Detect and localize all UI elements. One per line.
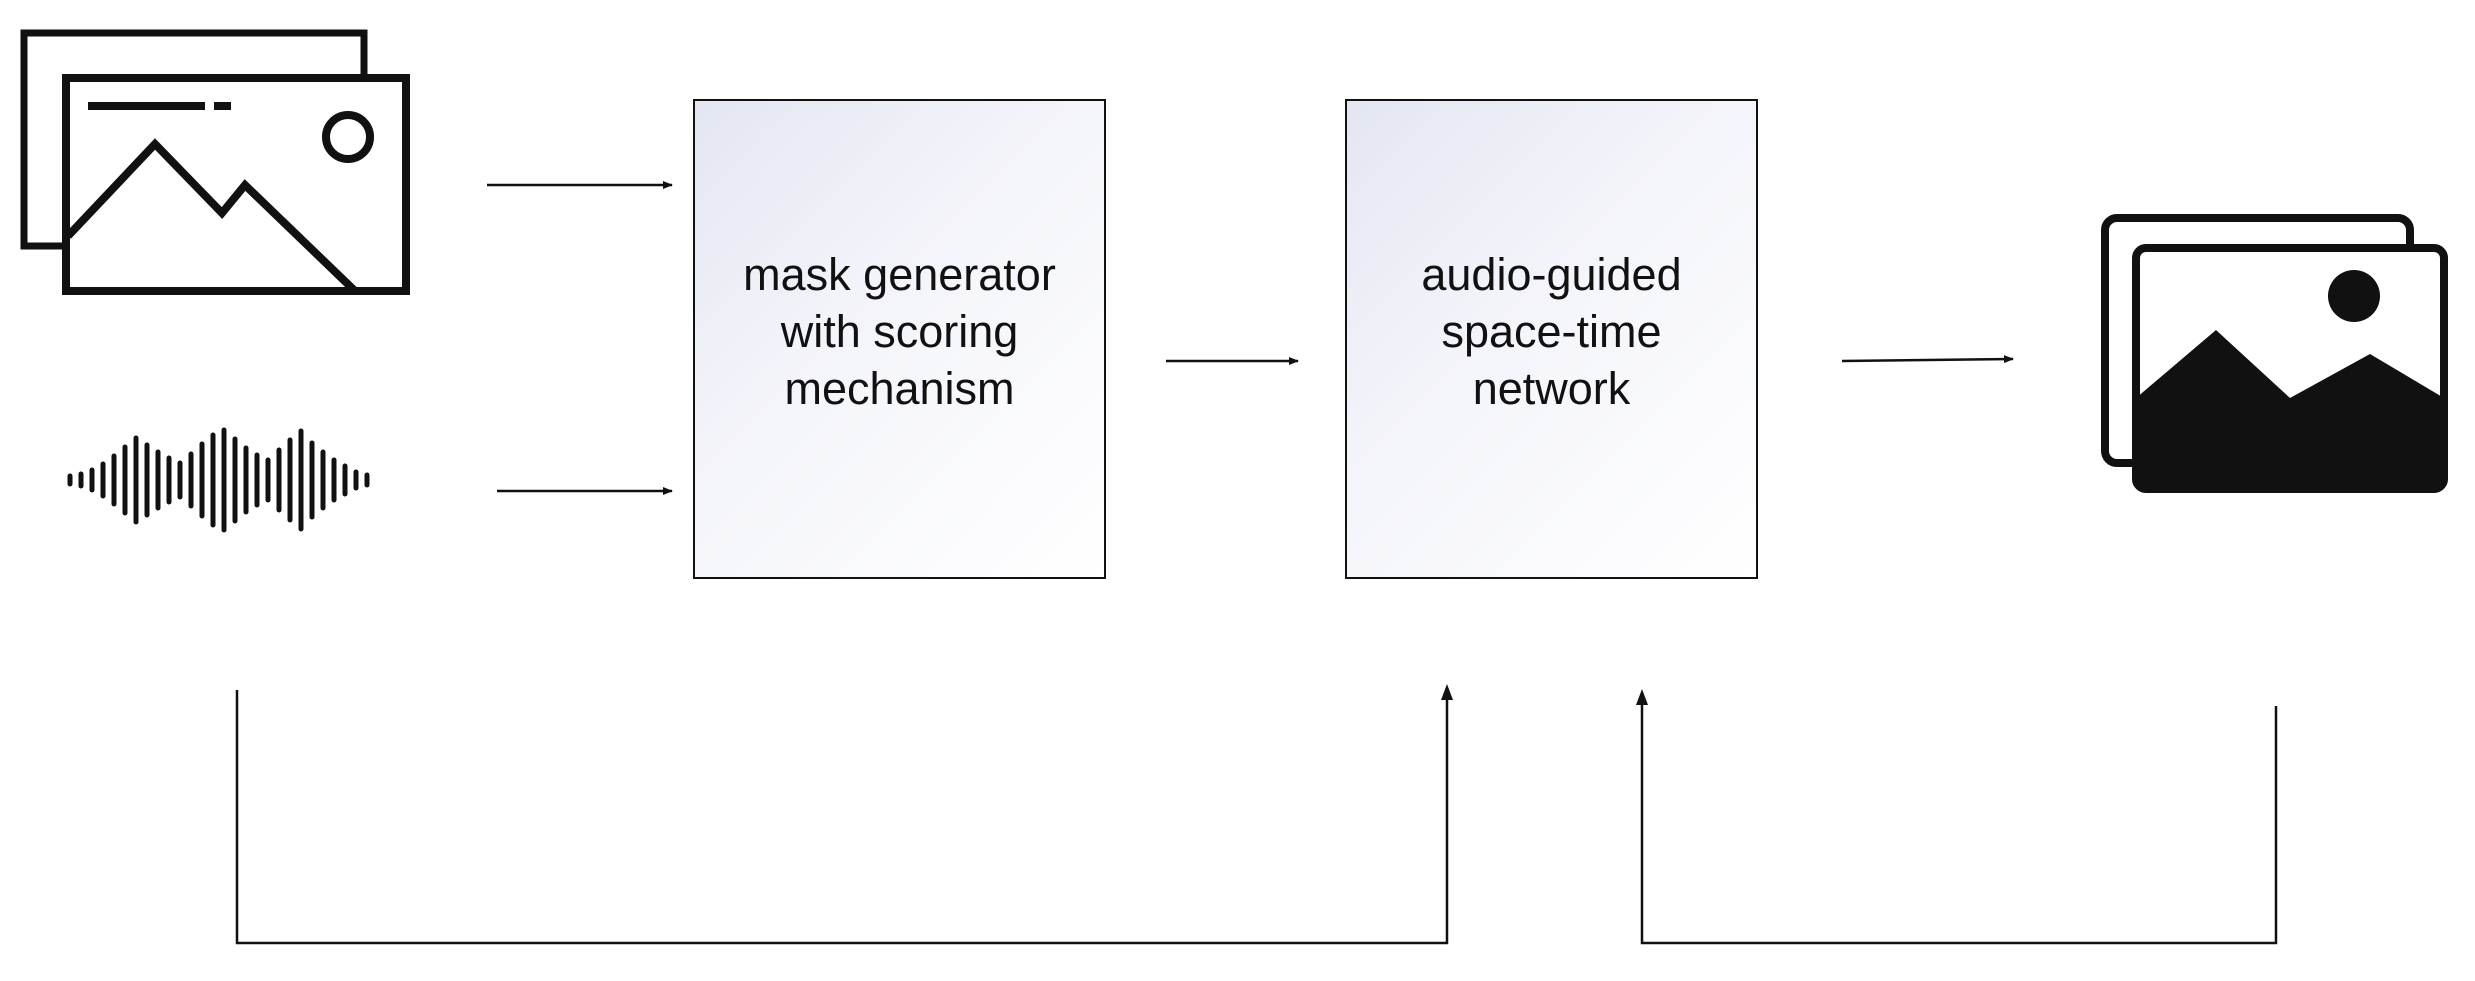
mask-generator-label: mask generator with scoring mechanism <box>695 246 1104 417</box>
mask-generator-label-line-3: mechanism <box>784 363 1015 414</box>
mask-generator-label-line-1: mask generator <box>743 249 1056 300</box>
connector-output-to-network <box>1640 700 2278 945</box>
input-frames-icon <box>20 29 410 295</box>
arrow-network-to-output <box>1841 355 2014 364</box>
mask-generator-box: mask generator with scoring mechanism <box>693 99 1106 579</box>
connector-audio-to-network-arrowhead <box>1441 684 1453 700</box>
audio-waveform-icon <box>67 427 370 533</box>
connector-audio-to-network <box>235 690 1449 945</box>
space-time-network-label-line-2: space-time <box>1441 306 1662 357</box>
space-time-network-box: audio-guided space-time network <box>1345 99 1758 579</box>
space-time-network-label-line-1: audio-guided <box>1421 249 1682 300</box>
output-frames-icon <box>2101 214 2448 493</box>
connector-output-to-network-arrowhead <box>1636 689 1648 705</box>
space-time-network-label: audio-guided space-time network <box>1347 246 1756 417</box>
space-time-network-label-line-3: network <box>1472 363 1631 414</box>
mask-generator-label-line-2: with scoring <box>780 306 1019 357</box>
